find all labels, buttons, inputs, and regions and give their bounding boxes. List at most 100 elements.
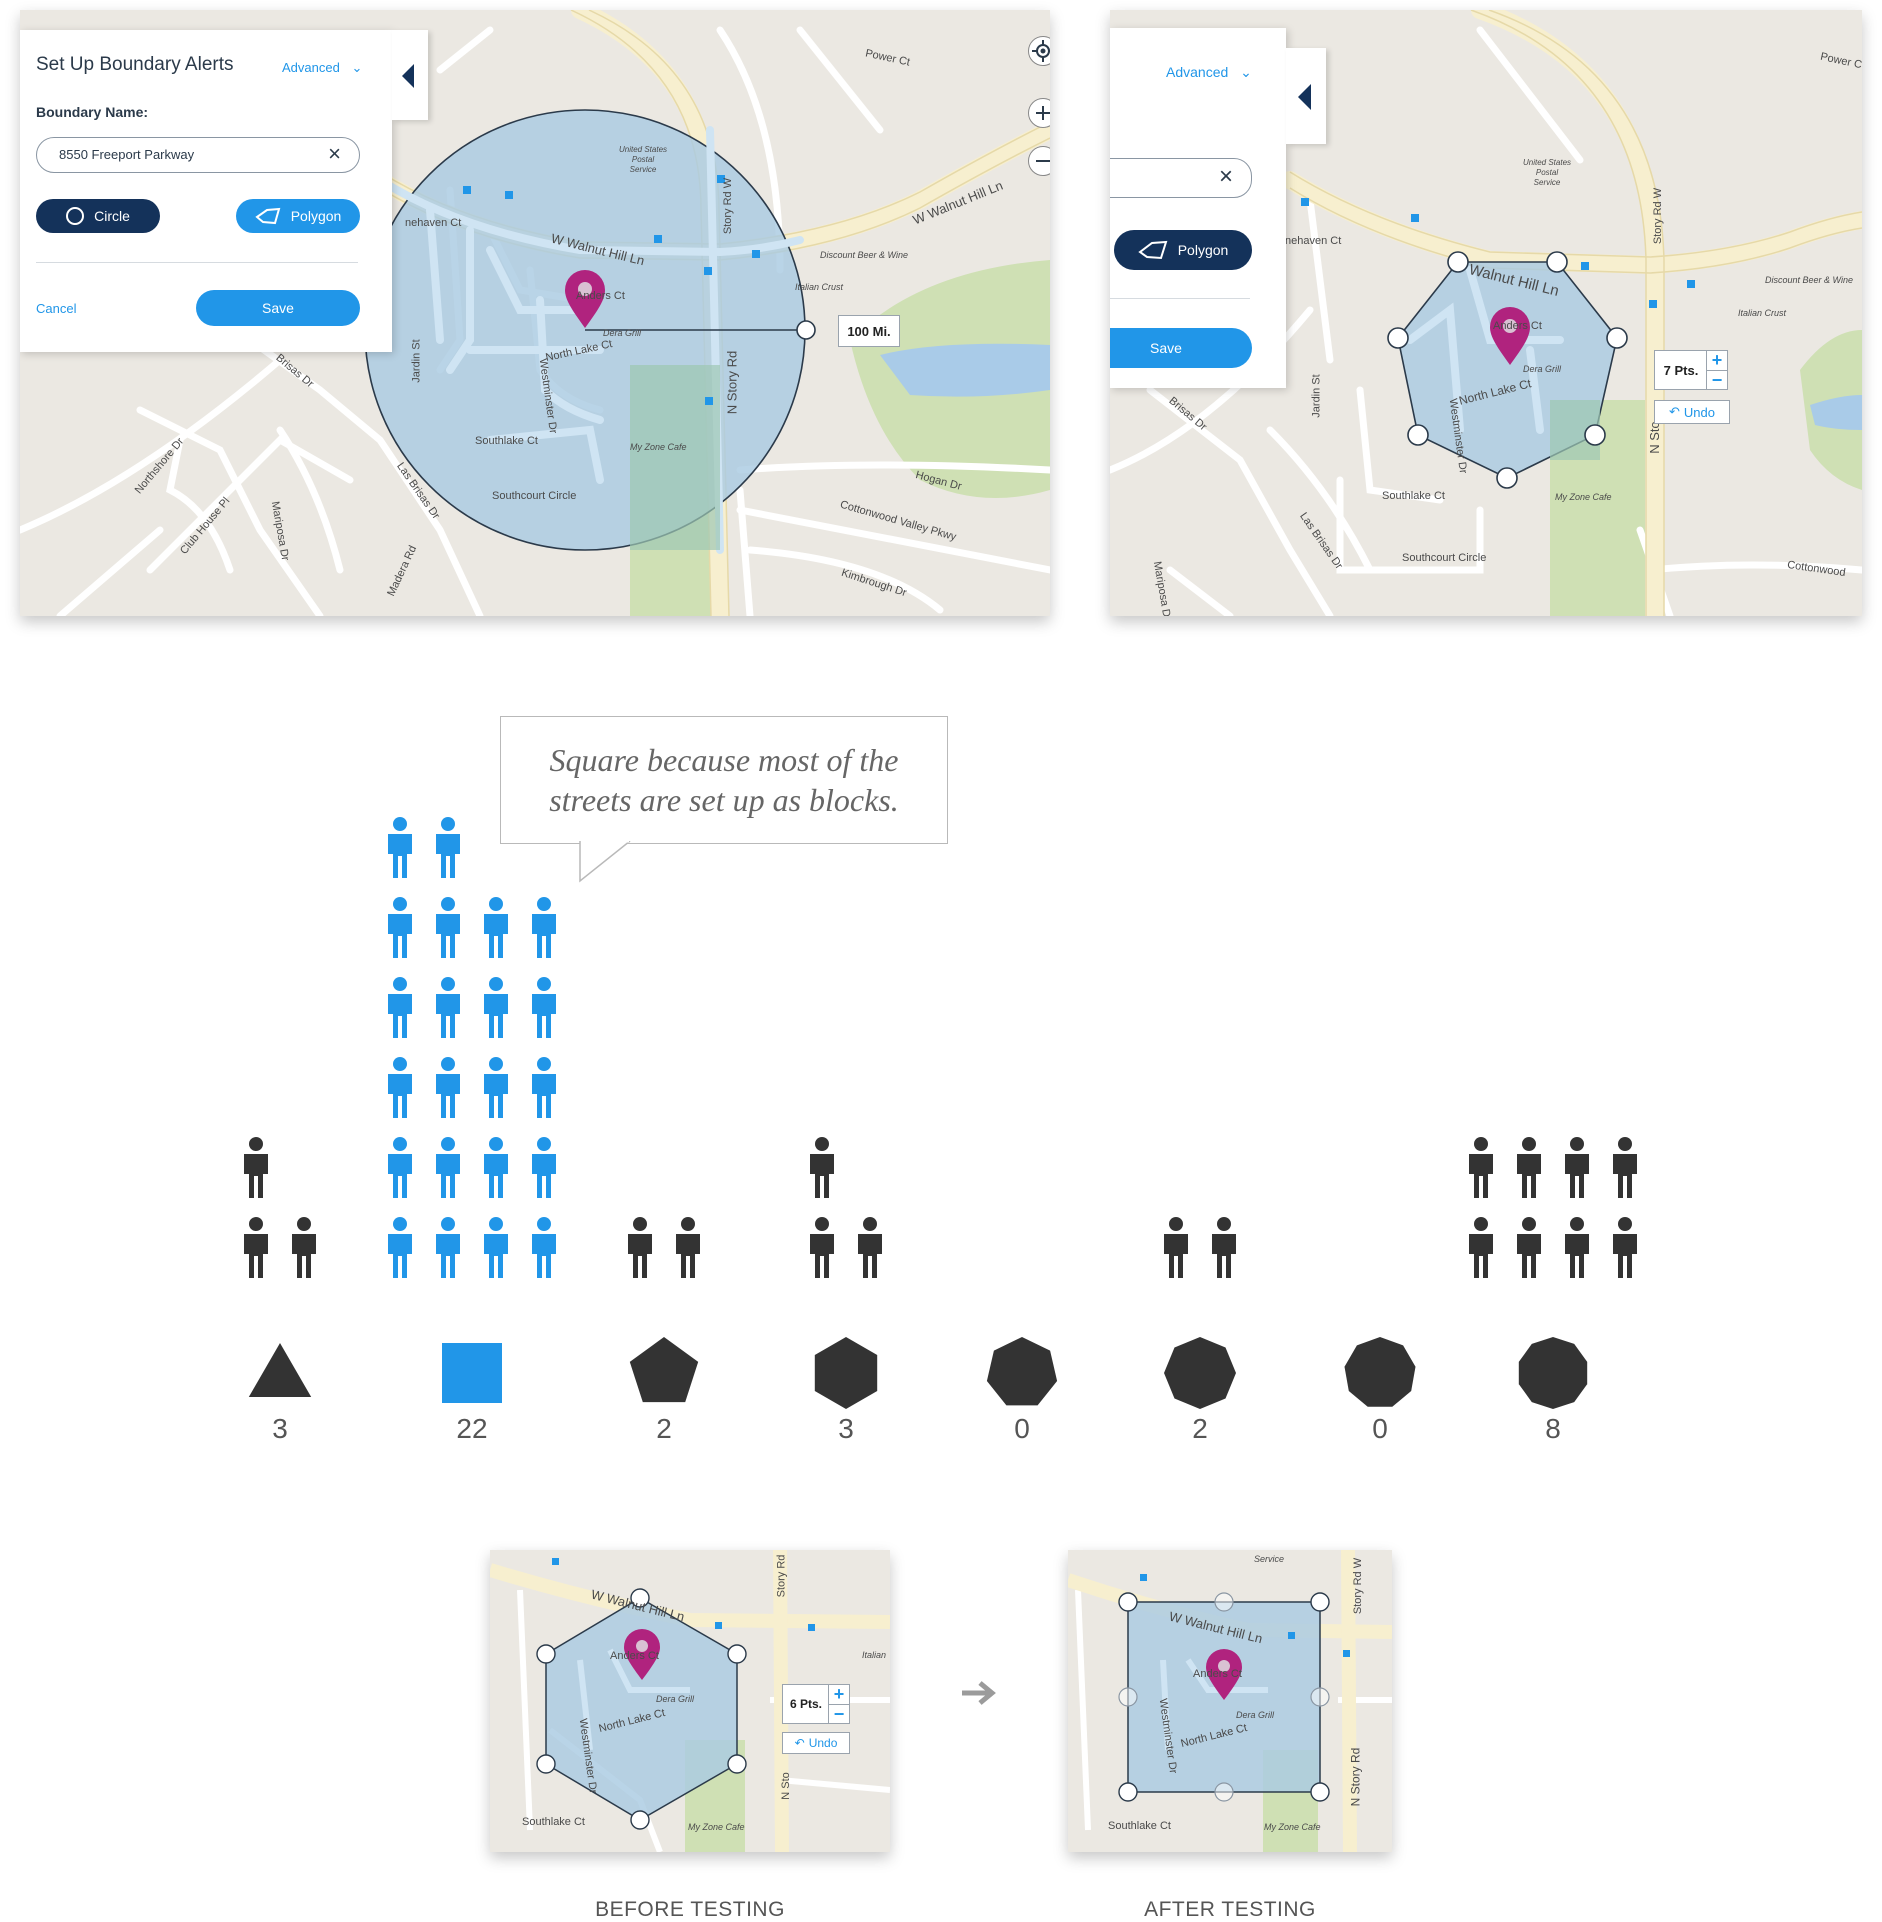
points-callout: 6 Pts. — [782, 1684, 830, 1724]
street-label: Story Rd — [775, 1554, 788, 1598]
save-button[interactable]: Save — [1110, 328, 1252, 368]
person-icon — [436, 977, 460, 1038]
person-icon — [484, 1057, 508, 1118]
comment-bubble: Square because most of the streets are s… — [500, 716, 948, 844]
polygon-button[interactable]: Polygon — [1114, 230, 1252, 270]
person-icon — [436, 1057, 460, 1118]
form-title: Set Up Boundary Alerts — [36, 54, 234, 75]
person-icon — [388, 1137, 412, 1198]
zoom-out-icon[interactable] — [1028, 146, 1050, 176]
location-pin-icon — [1206, 1649, 1242, 1700]
pentagon-shape-icon — [629, 1337, 699, 1403]
person-icon — [388, 977, 412, 1038]
street-label: N Sto — [1646, 421, 1662, 454]
clear-icon[interactable]: × — [1218, 163, 1233, 190]
map-base — [1068, 1550, 1392, 1852]
person-icon — [388, 817, 412, 878]
square-shape-icon — [442, 1343, 502, 1403]
vote-count: 8 — [1545, 1413, 1561, 1444]
person-icon — [484, 1217, 508, 1278]
vote-count: 3 — [838, 1413, 854, 1444]
person-icon — [436, 897, 460, 958]
triangle-shape-icon — [248, 1343, 312, 1397]
before-testing-caption: BEFORE TESTING — [595, 1898, 785, 1921]
cancel-link[interactable]: Cancel — [36, 301, 77, 316]
after-testing-caption: AFTER TESTING — [1144, 1898, 1316, 1921]
boundary-alert-form: Advanced ⌄ × Polygon Save — [1110, 28, 1286, 388]
save-button[interactable]: Save — [196, 290, 360, 326]
water — [880, 343, 1050, 397]
person-icon — [436, 1217, 460, 1278]
boundary-name-value: 8550 Freeport Parkway — [59, 147, 195, 162]
octagon-shape-icon — [1164, 1337, 1236, 1409]
add-point-icon[interactable]: + — [1711, 350, 1723, 370]
points-stepper: + − — [828, 1684, 850, 1724]
add-point-icon: + — [833, 1684, 845, 1704]
street-label: nehaven Ct — [1285, 235, 1342, 247]
advanced-dropdown[interactable]: Advanced ⌄ — [282, 60, 362, 76]
boundary-name-field[interactable]: 8550 Freeport Parkway × — [36, 137, 360, 173]
poi-label: My Zone Cafe — [630, 442, 687, 452]
remove-point-icon[interactable]: − — [1707, 369, 1727, 390]
circle-boundary-map[interactable]: W Walnut Hill Ln W Walnut Hill Ln Power … — [20, 10, 1050, 616]
person-icon — [484, 977, 508, 1038]
vote-count: 2 — [656, 1413, 672, 1444]
circle-button[interactable]: Circle — [36, 199, 160, 233]
person-icon — [388, 1217, 412, 1278]
polygon-button[interactable]: Polygon — [236, 199, 360, 233]
street-label: Anders Ct — [1493, 320, 1542, 332]
person-icon — [1212, 1217, 1236, 1278]
person-icon — [532, 897, 556, 958]
street-label: Story Rd W — [1352, 1557, 1365, 1615]
vote-count: 0 — [1014, 1413, 1030, 1444]
form-divider — [36, 262, 358, 263]
advanced-label: Advanced — [1166, 64, 1229, 80]
street-label: N Story Rd — [1348, 1747, 1363, 1807]
person-icon — [628, 1217, 652, 1278]
circle-icon — [66, 207, 85, 225]
caret-left-icon — [402, 64, 414, 88]
vote-count: 0 — [1372, 1413, 1388, 1444]
person-icon — [388, 1057, 412, 1118]
person-icon — [1517, 1137, 1541, 1198]
poi-label: Dera Grill — [603, 328, 642, 338]
circle-label: Circle — [94, 208, 130, 224]
locate-icon[interactable] — [1028, 36, 1050, 66]
poi-label: Italian Crust — [795, 282, 844, 292]
clear-icon[interactable]: × — [328, 141, 341, 166]
person-icon — [484, 897, 508, 958]
points-stepper[interactable]: + − — [1706, 350, 1728, 390]
location-pin-icon — [1490, 307, 1530, 365]
heptagon-shape-icon — [986, 1337, 1058, 1406]
poi-label: Service — [1254, 1554, 1285, 1564]
poi-label: Discount Beer & Wine — [820, 250, 908, 260]
collapse-panel-tab[interactable] — [1286, 48, 1326, 144]
boundary-name-field[interactable]: × — [1110, 158, 1252, 198]
vote-count: 22 — [456, 1413, 488, 1444]
poi-label: Dera Grill — [1523, 364, 1562, 374]
nonagon-shape-icon — [1344, 1337, 1416, 1407]
street-label: Anders Ct — [576, 290, 625, 302]
location-pin-icon — [565, 270, 605, 328]
undo-label: Undo — [808, 1736, 838, 1750]
street-label: Southcourt Circle — [492, 490, 577, 502]
polygon-boundary-map[interactable]: Walnut Hill Ln Power C Story Rd W N Sto … — [1110, 10, 1862, 616]
person-icon — [1565, 1217, 1589, 1278]
undo-button: ↶ Undo — [782, 1732, 850, 1754]
advanced-dropdown[interactable]: Advanced ⌄ — [1166, 64, 1252, 81]
location-pin-icon — [624, 1629, 660, 1680]
street-label: Story Rd W — [722, 177, 735, 235]
poi-label: United States Postal Service — [618, 145, 668, 174]
before-testing-map: W Walnut Hill Ln Story Rd N Sto Westmins… — [490, 1550, 890, 1852]
remove-point-icon: − — [829, 1703, 849, 1724]
person-icon — [676, 1217, 700, 1278]
vote-count: 2 — [1192, 1413, 1208, 1444]
poi-label: Italian Crust — [1738, 308, 1787, 318]
collapse-panel-tab[interactable] — [392, 30, 428, 120]
undo-label: Undo — [1683, 404, 1715, 420]
chevron-down-icon: ⌄ — [351, 60, 363, 75]
points-callout: 7 Pts. — [1654, 350, 1708, 390]
undo-button[interactable]: ↶ Undo — [1654, 400, 1730, 424]
zoom-in-icon[interactable] — [1028, 98, 1050, 128]
person-icon — [1613, 1217, 1637, 1278]
